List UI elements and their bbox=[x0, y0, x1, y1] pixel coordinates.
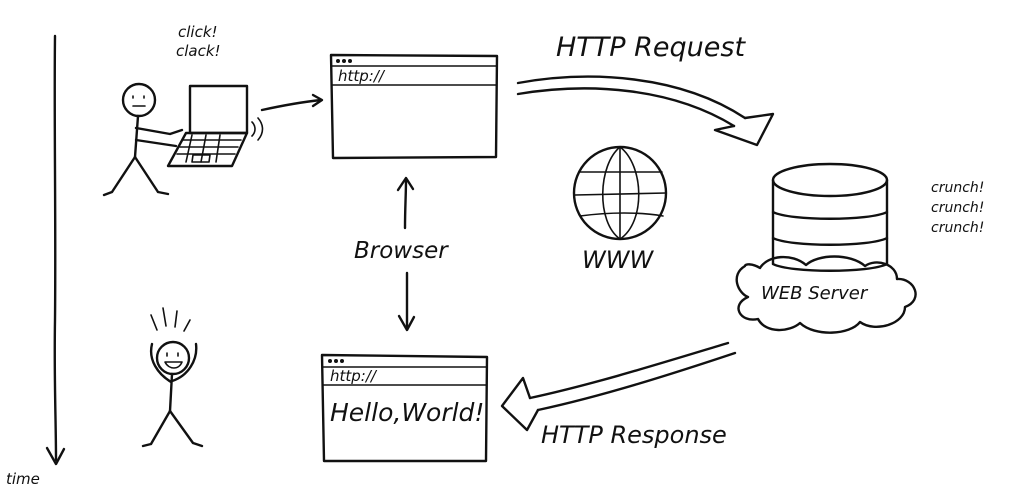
time-axis: time bbox=[6, 34, 66, 488]
browser-label: Browser bbox=[354, 238, 449, 264]
browser-window-response: http:// Hello,World! bbox=[320, 353, 489, 463]
window-dot-icon bbox=[336, 59, 340, 63]
web-server-label: WEB Server bbox=[761, 283, 869, 304]
address-bar-top: http:// bbox=[338, 67, 386, 85]
window-dot-icon bbox=[348, 59, 352, 63]
window-dot-icon bbox=[342, 59, 346, 63]
browser-window-request: http:// bbox=[329, 53, 499, 160]
laptop-to-browser-arrow bbox=[260, 93, 324, 112]
click-text: click! bbox=[178, 23, 218, 41]
window-dot-icon bbox=[340, 359, 344, 363]
www-label: WWW bbox=[582, 246, 654, 274]
web-server: WEB Server crunch! crunch! crunch! bbox=[735, 162, 984, 334]
crunch-text-2: crunch! bbox=[931, 200, 984, 216]
clack-text: clack! bbox=[176, 42, 221, 60]
http-response-label: HTTP Response bbox=[541, 421, 727, 449]
page-content-text: Hello,World! bbox=[330, 398, 484, 427]
globe-icon: WWW bbox=[572, 145, 668, 274]
happy-user bbox=[141, 307, 204, 448]
crunch-text-3: crunch! bbox=[931, 220, 984, 236]
window-dot-icon bbox=[328, 359, 332, 363]
window-dot-icon bbox=[334, 359, 338, 363]
address-bar-bottom: http:// bbox=[330, 367, 378, 385]
http-request-arrow: HTTP Request bbox=[516, 32, 775, 147]
http-response-arrow: HTTP Response bbox=[500, 341, 737, 449]
user-at-laptop: click! clack! bbox=[102, 23, 264, 197]
http-request-label: HTTP Request bbox=[556, 32, 746, 63]
browser-label-group: Browser bbox=[354, 176, 449, 332]
time-label: time bbox=[6, 470, 40, 488]
crunch-text-1: crunch! bbox=[931, 180, 984, 196]
